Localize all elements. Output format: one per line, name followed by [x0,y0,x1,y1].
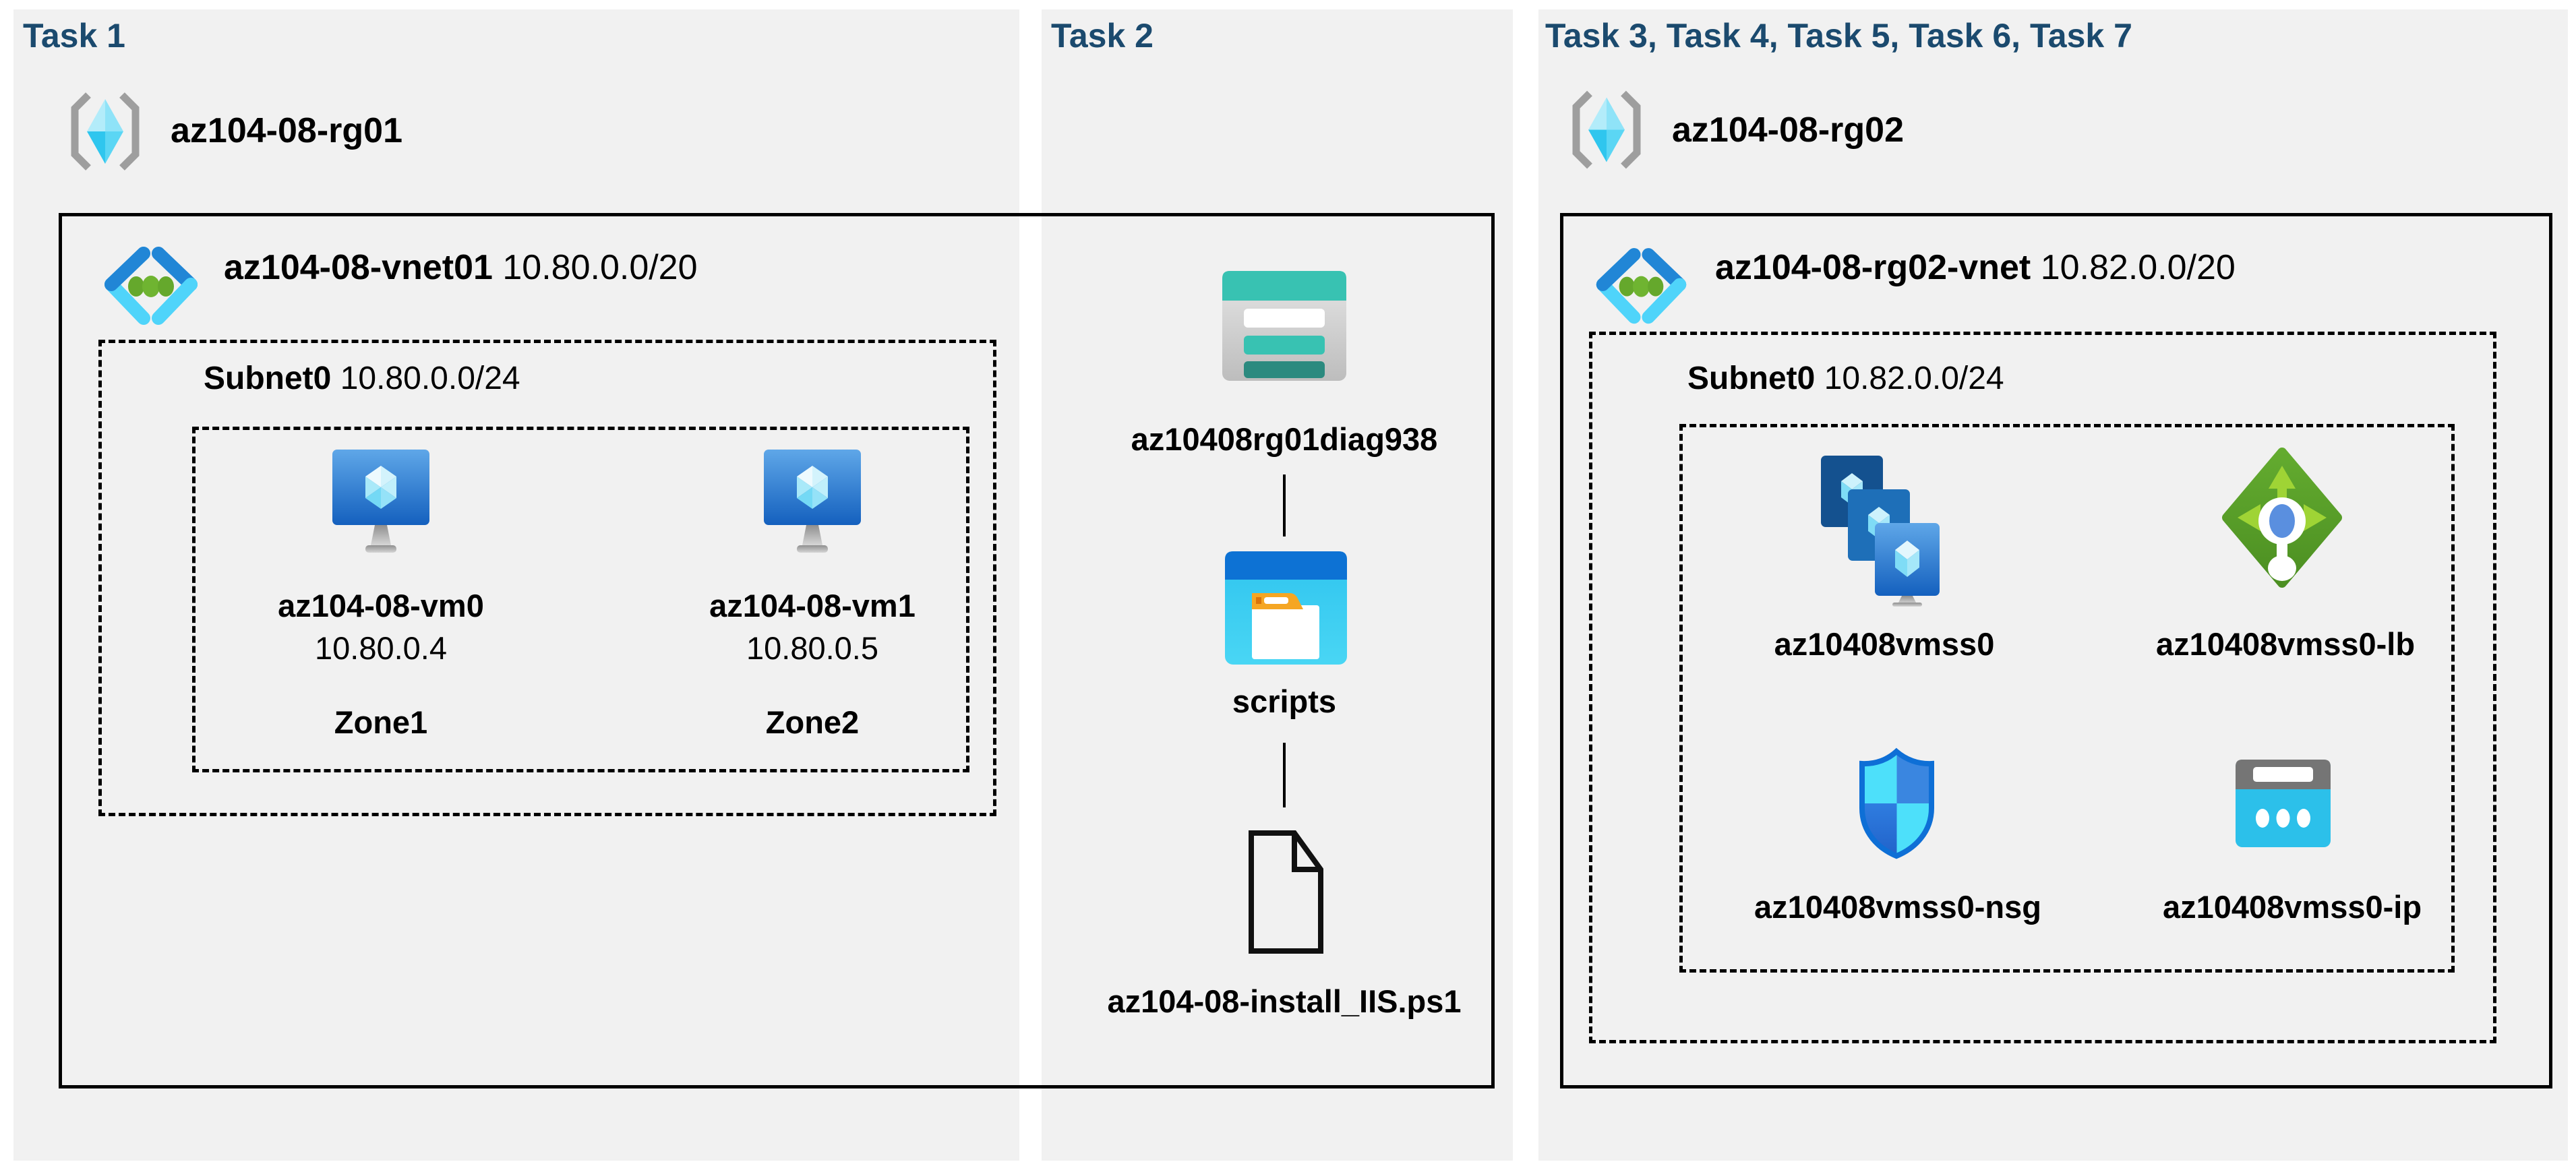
storage-account-name: az10408rg01diag938 [1131,421,1438,457]
virtual-network-icon [104,247,198,325]
connector-container-file [1283,743,1286,807]
virtual-network-icon [1596,248,1687,324]
storage-account-icon [1222,271,1346,381]
public-ip-name: az10408vmss0-ip [2162,889,2422,925]
vnet-cidr: 10.80.0.0/20 [502,248,698,287]
container-name: scripts [1232,683,1337,719]
vnet-cidr: 10.82.0.0/20 [2040,248,2236,287]
subnet2-dashed-box [1589,332,2496,1043]
vmss-name: az10408vmss0 [1774,626,1995,662]
load-balancer-name: az10408vmss0-lb [2155,626,2416,662]
vnet1-boundary-box [59,213,1495,1088]
vnet-name: az104-08-vnet01 [224,248,493,287]
public-ip-icon [2236,760,2331,847]
vm-icon [332,450,429,553]
resource-group-name: az104-08-rg01 [171,111,402,150]
vmss-resources-dashed-box [1679,424,2455,973]
nsg-icon [1859,747,1934,859]
vm1-zone: Zone2 [765,704,860,740]
subnet1-dashed-box [98,340,996,816]
subnet-cidr: 10.82.0.0/24 [1824,361,2004,396]
subnet-name: Subnet0 [1687,361,1816,396]
task1-panel [13,9,1019,1161]
vm0-zone: Zone1 [334,704,428,740]
blob-container-icon [1225,551,1347,665]
vnet-name-row: az104-08-vnet01 10.80.0.0/20 [224,247,698,288]
subnet-cidr: 10.80.0.0/24 [340,361,520,396]
script-file-name: az104-08-install_IIS.ps1 [1107,983,1462,1019]
vm1-name: az104-08-vm1 [709,588,916,623]
task3-panel [1538,9,2568,1161]
load-balancer-icon [2222,448,2342,588]
nsg-name: az10408vmss0-nsg [1754,889,2041,925]
connector-storage-container [1283,474,1286,536]
vmss-icon [1821,456,1940,607]
vm1-ip: 10.80.0.5 [746,630,879,666]
resource-group-icon [71,92,140,171]
subnet-label: Subnet0 10.82.0.0/24 [1687,360,2004,397]
task1-header: Task 1 [23,17,125,55]
vnet-name: az104-08-rg02-vnet [1715,248,2031,287]
zones-dashed-box [192,427,969,772]
vm0-ip: 10.80.0.4 [314,630,448,666]
vm0-name: az104-08-vm0 [278,588,484,623]
subnet-name: Subnet0 [204,361,332,396]
task2-header: Task 2 [1051,17,1154,55]
resource-group-icon [1572,90,1641,169]
task3-header: Task 3, Task 4, Task 5, Task 6, Task 7 [1545,17,2132,55]
resource-group-name: az104-08-rg02 [1672,111,1904,150]
subnet-label: Subnet0 10.80.0.0/24 [204,360,520,397]
vnet2-boundary-box [1560,213,2552,1088]
vm-icon [764,450,861,553]
script-file-icon [1249,830,1323,954]
vnet-name-row: az104-08-rg02-vnet 10.82.0.0/20 [1715,247,2236,288]
